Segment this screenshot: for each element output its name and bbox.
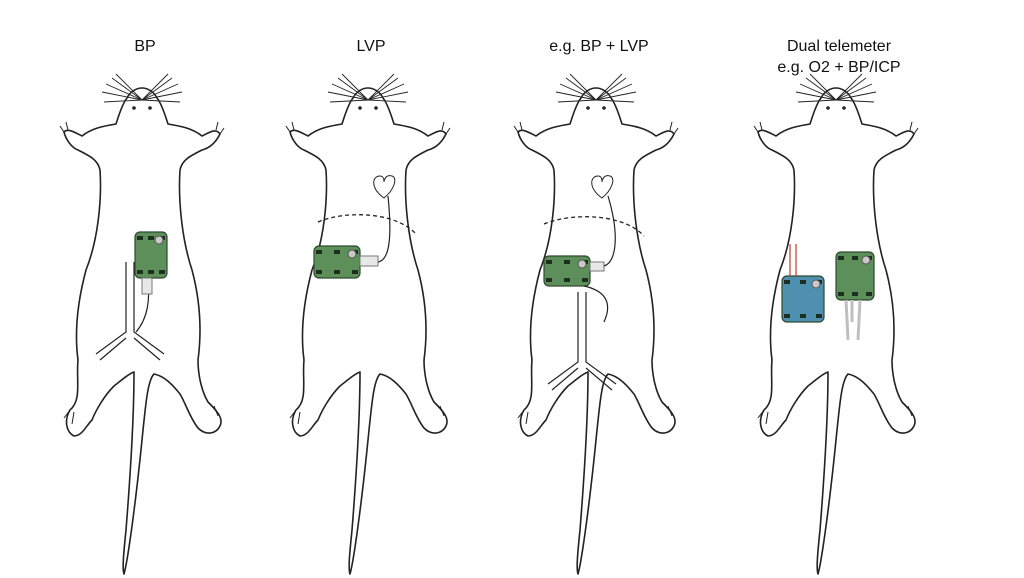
rat-body-outline	[757, 87, 916, 575]
rat-eye	[358, 106, 362, 110]
caption-line: Dual telemeter	[786, 38, 892, 55]
panel-dual-telemeter: Dual telemeter e.g. O2 + BP/ICP	[724, 0, 954, 578]
bp-icp-telemeter	[835, 251, 875, 301]
front-paws	[285, 121, 451, 135]
device-component	[316, 270, 322, 274]
diaphragm-line	[317, 214, 417, 235]
diaphragm-line	[543, 216, 645, 237]
catheter-connector	[359, 255, 379, 267]
panel-caption: LVP	[256, 36, 486, 57]
device-component	[816, 314, 822, 318]
caption-line: LVP	[356, 38, 386, 55]
rat-eye	[826, 106, 830, 110]
caption-line: BP	[134, 38, 156, 55]
rat-eye	[148, 106, 152, 110]
rat-outline	[285, 73, 451, 575]
panel-caption: e.g. BP + LVP	[484, 36, 714, 57]
rat-outline	[753, 73, 919, 575]
device-component	[582, 278, 588, 282]
caption-line: e.g. BP + LVP	[549, 38, 649, 55]
rat-outline	[59, 73, 225, 575]
rat-illustration-dual	[753, 73, 919, 575]
rat-body-outline	[63, 87, 222, 575]
panel-bp: BP	[30, 0, 260, 578]
device-component	[546, 260, 552, 264]
rat-illustration-bp-lvp	[513, 73, 679, 575]
device-battery	[577, 259, 587, 269]
hind-paws	[517, 401, 673, 425]
heart-icon	[591, 175, 614, 199]
device-component	[800, 280, 806, 284]
front-paws	[513, 121, 679, 135]
device-component	[316, 250, 322, 254]
catheter-connector	[141, 277, 153, 295]
dual-pressure-telemeter	[543, 255, 591, 287]
rat-eye	[132, 106, 136, 110]
bp-catheter	[583, 285, 609, 323]
device-component	[784, 280, 790, 284]
panel-lvp: LVP	[256, 0, 486, 578]
rat-outline	[513, 73, 679, 575]
rat-eye	[842, 106, 846, 110]
device-component	[838, 256, 844, 260]
device-component	[838, 292, 844, 296]
lvp-telemeter	[313, 245, 361, 279]
o2-sensor-leads	[789, 244, 797, 276]
device-component	[352, 270, 358, 274]
device-component	[800, 314, 806, 318]
device-component	[334, 250, 340, 254]
rat-illustration-bp	[59, 73, 225, 575]
front-paws	[59, 121, 225, 135]
device-component	[784, 314, 790, 318]
device-component	[148, 270, 154, 274]
rat-body-outline	[289, 87, 448, 575]
rat-eye	[586, 106, 590, 110]
hind-paws	[63, 401, 219, 425]
device-component	[852, 256, 858, 260]
device-component	[852, 292, 858, 296]
device-battery	[811, 279, 821, 289]
panel-caption: Dual telemeter e.g. O2 + BP/ICP	[724, 36, 954, 78]
device-battery	[861, 255, 871, 265]
device-component	[546, 278, 552, 282]
rat-body-outline	[517, 87, 676, 575]
device-component	[137, 236, 143, 240]
heart-icon	[373, 175, 396, 199]
whiskers	[101, 73, 183, 103]
device-component	[564, 278, 570, 282]
panel-bp-lvp: e.g. BP + LVP	[484, 0, 714, 578]
device-battery	[154, 235, 164, 245]
whiskers	[795, 73, 877, 103]
device-component	[159, 270, 165, 274]
aorta-bifurcation	[95, 262, 165, 361]
aorta-bifurcation	[547, 292, 617, 391]
lvp-catheter	[377, 195, 391, 263]
device-battery	[347, 249, 357, 259]
caption-line: e.g. O2 + BP/ICP	[777, 59, 901, 76]
catheter-connector	[589, 261, 605, 272]
panel-caption: BP	[30, 36, 260, 57]
rat-eye	[602, 106, 606, 110]
bp-telemeter	[134, 231, 168, 279]
device-component	[137, 270, 143, 274]
o2-telemeter	[781, 275, 825, 323]
whiskers	[555, 73, 637, 103]
device-component	[564, 260, 570, 264]
front-paws	[753, 121, 919, 135]
rat-eye	[374, 106, 378, 110]
whiskers	[327, 73, 409, 103]
device-component	[866, 292, 872, 296]
rat-illustration-lvp	[285, 73, 451, 575]
device-component	[334, 270, 340, 274]
hind-paws	[289, 401, 445, 425]
device-component	[148, 236, 154, 240]
lvp-catheter	[603, 195, 616, 267]
hind-paws	[757, 401, 913, 425]
bp-icp-catheters	[844, 299, 862, 341]
